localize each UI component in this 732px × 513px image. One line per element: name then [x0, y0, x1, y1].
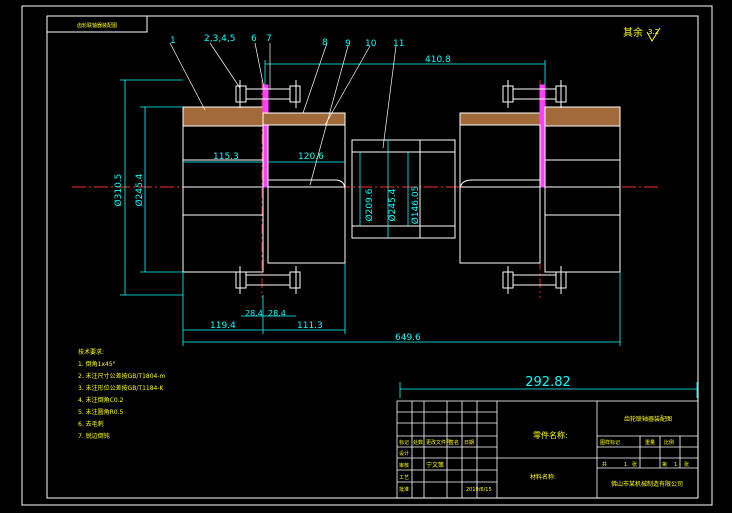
header-tab-text: 齿轮联轴器装配图 [77, 22, 117, 29]
callout-9: 9 [345, 39, 351, 49]
dim-120-6: 120.6 [298, 152, 324, 162]
dim-649-6: 649.6 [395, 333, 421, 343]
dim-209-6: Ø209.6 [364, 188, 375, 221]
callout-2-5: 2,3,4,5 [204, 34, 236, 44]
svg-text:张: 张 [632, 461, 637, 468]
svg-text:2. 未注尺寸公差按GB/T1804-m: 2. 未注尺寸公差按GB/T1804-m [78, 372, 166, 380]
svg-text:工艺: 工艺 [399, 475, 409, 481]
svg-text:4. 未注倒角C0.2: 4. 未注倒角C0.2 [78, 396, 124, 404]
svg-text:第: 第 [662, 461, 667, 468]
designer-name: 宁文策 [426, 461, 444, 469]
svg-text:签名: 签名 [449, 439, 459, 446]
svg-text:审核: 审核 [399, 462, 409, 469]
svg-text:6. 去毛刺: 6. 去毛刺 [78, 420, 104, 428]
svg-text:1: 1 [674, 462, 677, 468]
svg-text:7. 锐边倒钝: 7. 锐边倒钝 [78, 432, 110, 440]
roughness-symbol [646, 27, 661, 42]
dim-119-4: 119.4 [210, 321, 236, 331]
dim-146-05: Ø146.05 [410, 186, 421, 225]
callout-11: 11 [393, 39, 404, 49]
svg-text:张: 张 [684, 461, 689, 468]
dim-245-4b: Ø245.4 [387, 188, 398, 221]
leader-lines [169, 42, 397, 186]
dim-111-3: 111.3 [297, 321, 323, 331]
technical-notes: 技术要求: 1. 倒角1x45° 2. 未注尺寸公差按GB/T1804-m 3.… [78, 348, 166, 440]
svg-text:重量: 重量 [645, 439, 655, 446]
svg-text:日期: 日期 [464, 440, 474, 446]
svg-text:批准: 批准 [399, 486, 409, 493]
left-coupling-half [182, 80, 346, 294]
dim-115-3: 115.3 [213, 152, 239, 162]
dim-28-4b: 28.4 [268, 309, 286, 318]
roughness-note: 其余 [623, 26, 643, 39]
svg-text:1. 倒角1x45°: 1. 倒角1x45° [78, 360, 116, 368]
right-coupling-half [459, 80, 621, 294]
callout-1: 1 [170, 36, 176, 46]
dim-245-4: Ø245.4 [134, 173, 145, 206]
drawing-date: 2019/6/15 [466, 487, 492, 493]
svg-text:5. 未注圆角R0.5: 5. 未注圆角R0.5 [78, 408, 124, 416]
roughness-value: 3.2 [648, 28, 659, 36]
material-label: 材料名称: [530, 473, 556, 481]
svg-text:1: 1 [624, 462, 627, 468]
company-name: 佛山市某机械制造有限公司 [611, 480, 683, 488]
svg-text:比例: 比例 [664, 439, 674, 446]
svg-text:更改文件号: 更改文件号 [426, 439, 451, 446]
svg-text:3. 未注形位公差按GB/T1184-K: 3. 未注形位公差按GB/T1184-K [78, 384, 165, 392]
dim-28-4a: 28.4 [245, 309, 263, 318]
svg-text:共: 共 [602, 461, 607, 468]
svg-text:处数: 处数 [413, 439, 423, 446]
dim-410-8: 410.8 [425, 55, 451, 65]
dim-292-82: 292.82 [525, 375, 571, 390]
callout-6: 6 [251, 34, 257, 44]
dim-310-5: Ø310.5 [113, 174, 124, 207]
middle-shaft [351, 139, 456, 239]
svg-text:标记: 标记 [399, 439, 409, 446]
header-tab-box [46, 15, 148, 33]
drawing-title: 齿轮联轴器装配图 [624, 415, 672, 423]
outer-frame [21, 5, 713, 506]
part-name-label: 零件名称: [533, 430, 568, 440]
svg-text:图样标记: 图样标记 [600, 439, 620, 446]
inner-frame [46, 15, 699, 499]
title-block [396, 400, 699, 499]
svg-text:技术要求:: 技术要求: [78, 348, 104, 356]
dimension-lines [120, 60, 698, 398]
callout-10: 10 [365, 39, 377, 49]
callout-7: 7 [266, 34, 272, 44]
callout-8: 8 [322, 38, 328, 48]
svg-text:设计: 设计 [399, 450, 409, 457]
